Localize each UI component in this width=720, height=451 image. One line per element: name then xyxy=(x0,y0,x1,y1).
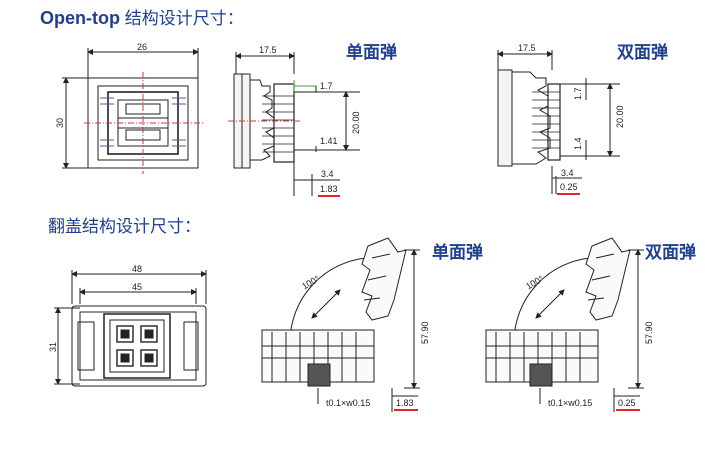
dim-48: 48 xyxy=(132,264,142,274)
dim-0-25-double: 0.25 xyxy=(560,182,578,192)
dim-20: 20.00 xyxy=(351,111,361,134)
opentop-double-side-view xyxy=(497,50,620,194)
dim-45: 45 xyxy=(132,282,142,292)
tol-double: t0.1×w0.15 xyxy=(548,398,592,408)
section-title-en: Open-top xyxy=(40,8,120,28)
dim-1-4-double: 1.4 xyxy=(573,137,583,150)
dim-57-90-single: 57.90 xyxy=(420,321,430,344)
dim-1-83: 1.83 xyxy=(320,184,338,194)
dim-20-double: 20.00 xyxy=(615,105,625,128)
opentop-top-view xyxy=(62,48,204,174)
label-double-top: 双面弹 xyxy=(617,43,668,62)
section-title-cn: 结构设计尺寸： xyxy=(119,9,244,28)
tol-single: t0.1×w0.15 xyxy=(326,398,370,408)
dim-1-41: 1.41 xyxy=(320,136,338,146)
angle-100-double: 100° xyxy=(524,273,545,291)
dim-depth: 17.5 xyxy=(259,45,277,55)
dim-depth-double: 17.5 xyxy=(518,43,536,53)
section-title-opentop: Open-top 结构设计尺寸： xyxy=(40,4,244,29)
dim-1-7-double: 1.7 xyxy=(573,87,583,100)
dim-3-4: 3.4 xyxy=(321,169,334,179)
flip-single-view xyxy=(261,237,420,412)
flip-double-view xyxy=(485,237,644,412)
opentop-single-side-view xyxy=(228,52,360,196)
label-double-bottom: 双面弹 xyxy=(645,243,696,262)
offset-double: 0.25 xyxy=(618,398,636,408)
flip-top-view xyxy=(54,270,207,387)
label-single-bottom: 单面弹 xyxy=(432,243,483,262)
label-single-top: 单面弹 xyxy=(346,43,397,62)
angle-100-single: 100° xyxy=(300,273,321,291)
dim-height-30: 30 xyxy=(55,118,65,128)
dim-width-26: 26 xyxy=(137,42,147,52)
dim-31: 31 xyxy=(48,342,58,352)
dim-1-7: 1.7 xyxy=(320,81,333,91)
section-title-flip: 翻盖结构设计尺寸： xyxy=(48,217,201,236)
dim-57-90-double: 57.90 xyxy=(644,321,654,344)
offset-single: 1.83 xyxy=(396,398,414,408)
dim-3-4-double: 3.4 xyxy=(561,168,574,178)
